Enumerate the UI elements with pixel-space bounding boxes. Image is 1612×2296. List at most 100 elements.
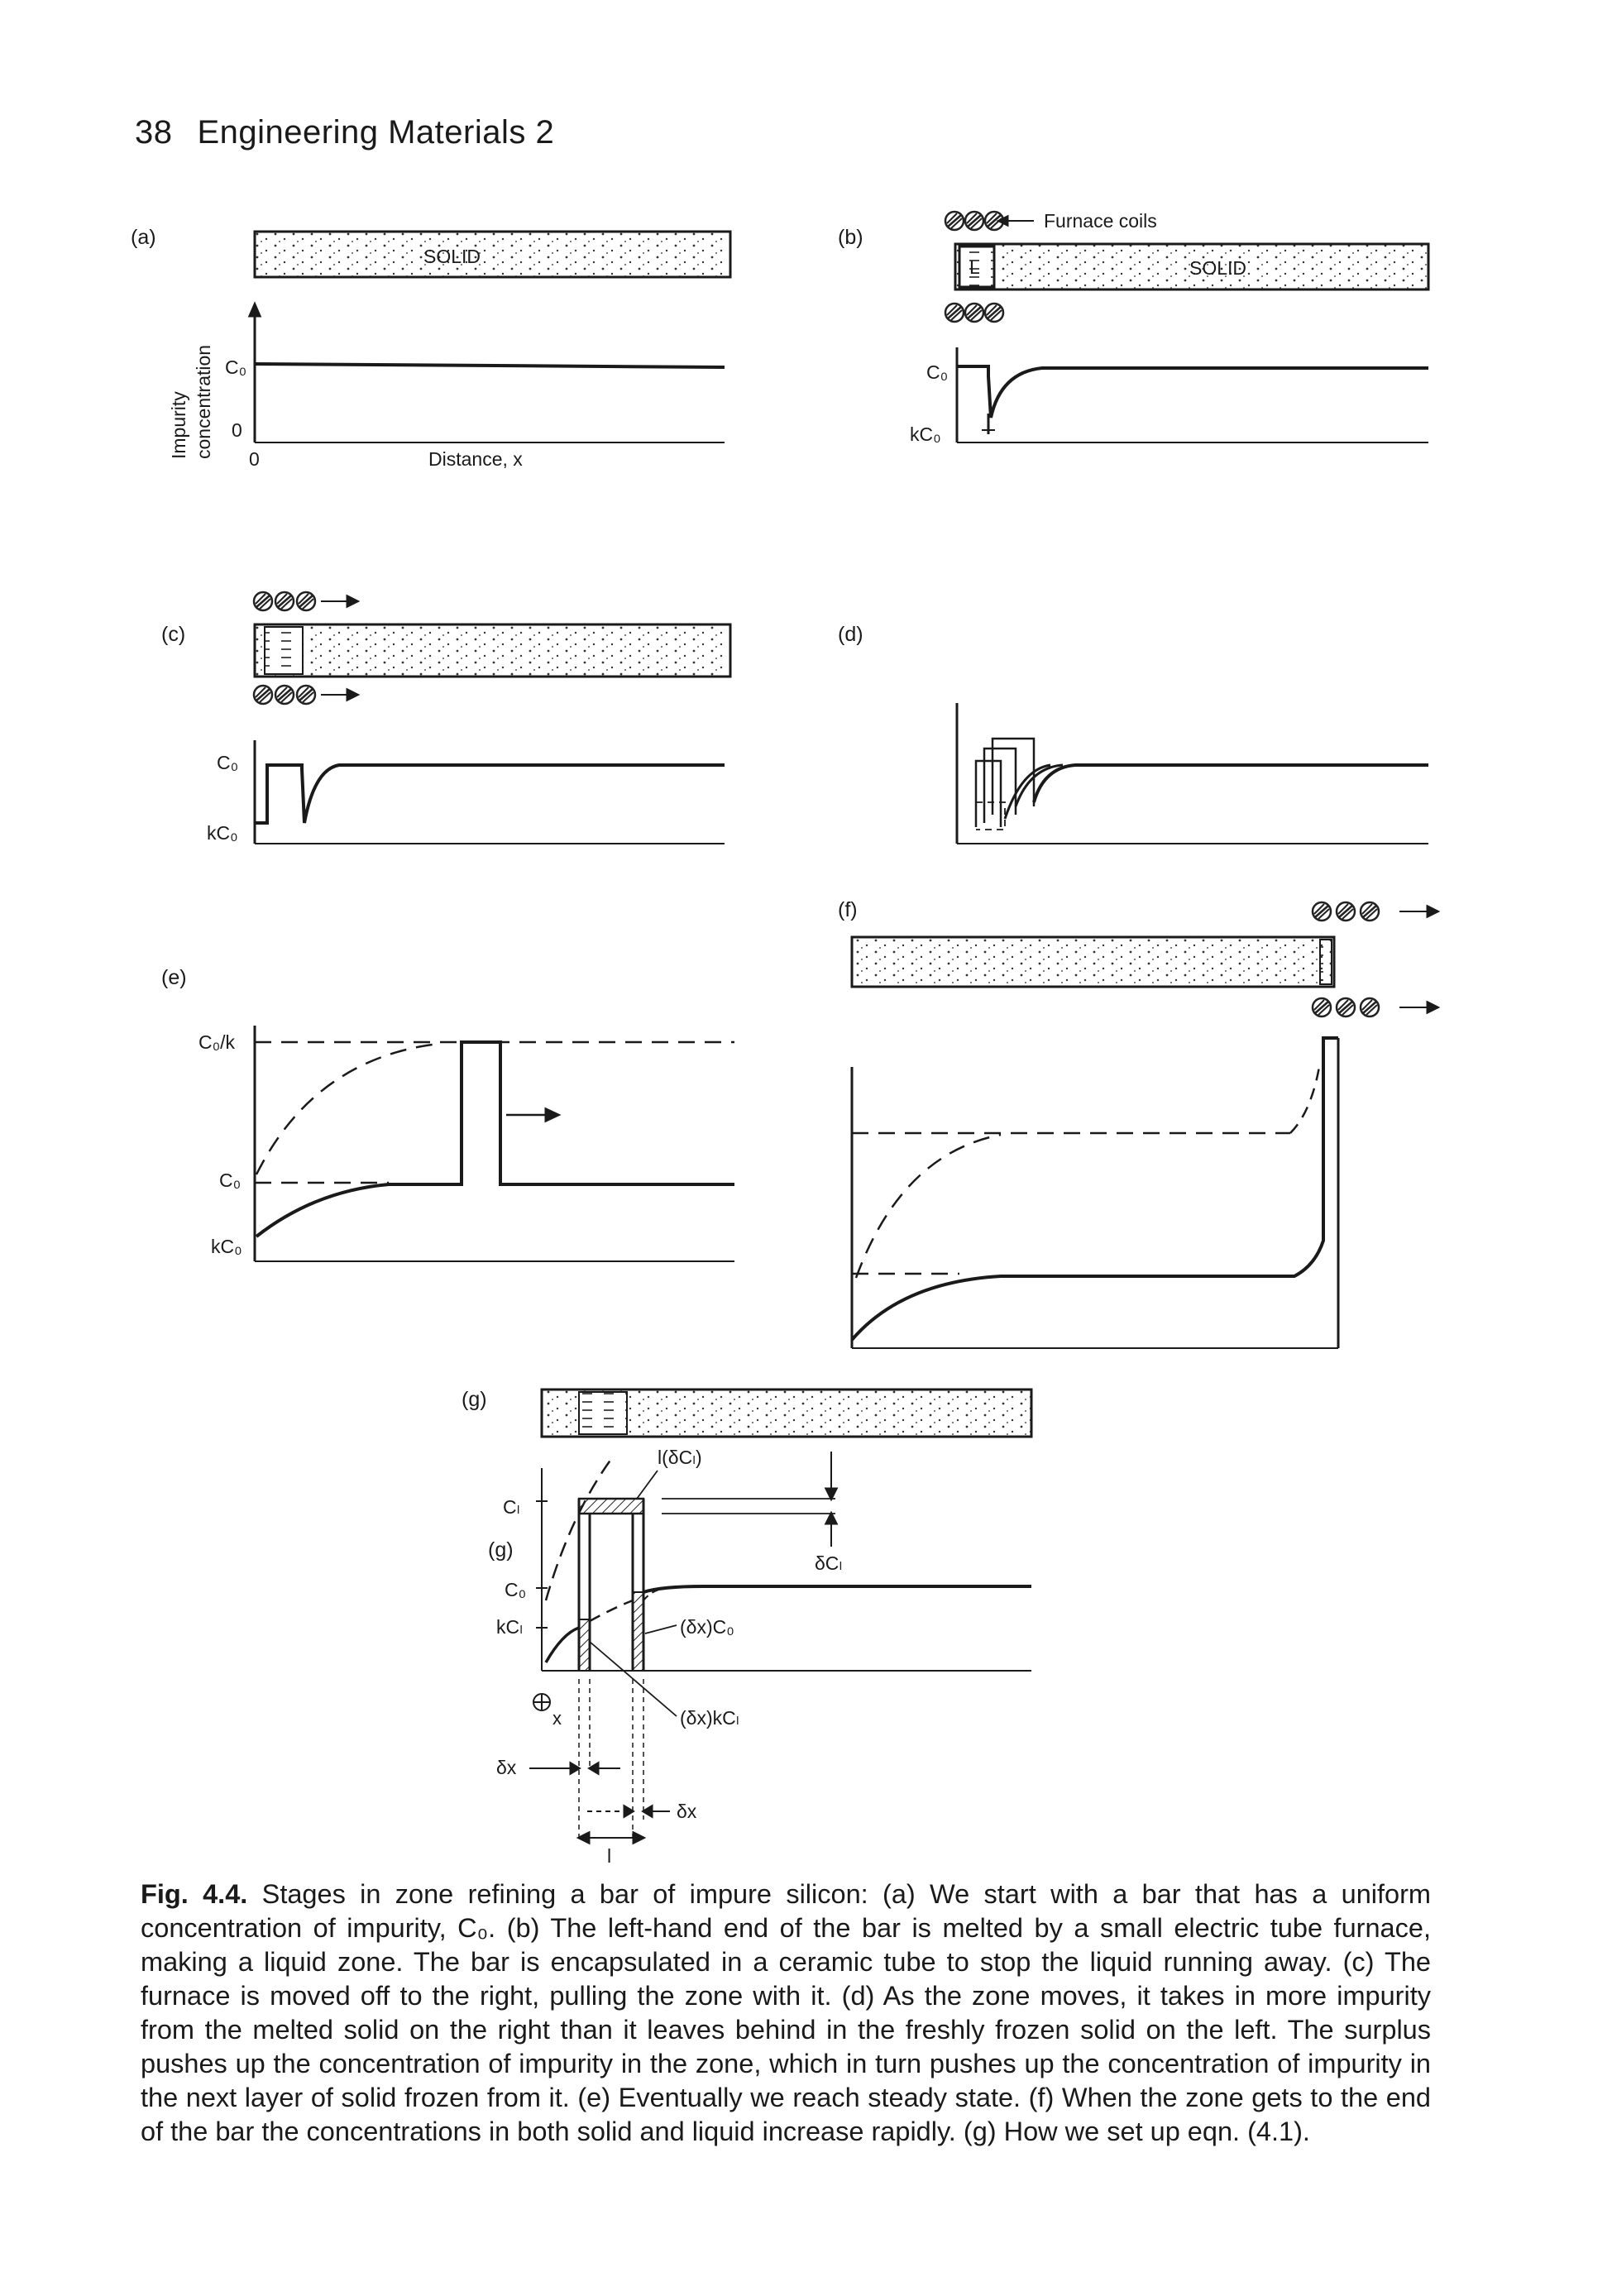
- liquid-zone-f: [1319, 939, 1332, 985]
- move-arrowhead-top-f: [1426, 904, 1441, 919]
- solid-bar-c: [253, 623, 732, 678]
- panel-e: (e) C₀/k C₀ kC₀: [161, 966, 734, 1262]
- liquid-dashed-f: [854, 1133, 1002, 1279]
- zone-step-2-d: [983, 747, 1017, 823]
- panel-g-label: (g): [462, 1388, 487, 1411]
- solid-bar-f: [850, 935, 1336, 988]
- page-header: 38 Engineering Materials 2: [135, 114, 554, 151]
- panel-c-label: (c): [161, 623, 185, 646]
- y-tick-c0-g: C₀: [505, 1579, 526, 1600]
- liquid-zone-g-fill: [578, 1391, 628, 1435]
- solid-bar-b: [954, 242, 1430, 291]
- dim-dx-right-head2-g: [641, 1804, 653, 1819]
- bar-text-b: SOLID: [1189, 257, 1246, 279]
- c0-dashed-g: [643, 1587, 671, 1601]
- furnace-coils-top-b: [944, 210, 1005, 232]
- move-arrowhead-e: [544, 1107, 562, 1123]
- y-arrow-a: [247, 301, 262, 318]
- panel-b-label: (b): [838, 226, 863, 249]
- x-axis-label-a: Distance, x: [428, 448, 523, 470]
- y-tick-kcl-g: kCₗ: [496, 1616, 523, 1638]
- dim-dx-right-head1-g: [623, 1804, 635, 1819]
- liquid-dashed-g: [544, 1455, 615, 1601]
- y-tick-c0-c: C₀: [217, 752, 238, 773]
- decay-1-d: [1003, 763, 1051, 820]
- panel-c: (c) C₀ kC₀: [161, 591, 732, 844]
- liquid-zone-b-fill: [959, 246, 995, 288]
- liquid-dashed-e: [255, 1042, 439, 1175]
- zone-step-1-d: [974, 759, 1002, 827]
- solid-bar-a: [253, 230, 732, 279]
- ann-dx-right-g: δx: [677, 1801, 697, 1822]
- y-tick-zero-a: 0: [232, 419, 242, 441]
- zone-text-b: L: [969, 256, 980, 278]
- y-tick-cl-g: Cₗ: [503, 1496, 519, 1518]
- y-tick-kc0-b: kC₀: [910, 423, 941, 445]
- ann-dx-c0-g: (δx)C₀: [680, 1616, 734, 1638]
- page-number: 38: [135, 114, 173, 151]
- y-tick-c0-b: C₀: [926, 361, 948, 383]
- ann-dcl-g: δCₗ: [815, 1552, 842, 1574]
- y-tick-kc0-e: kC₀: [211, 1236, 242, 1257]
- ann-dx-left-g: δx: [496, 1757, 517, 1778]
- panel-f: (f): [838, 898, 1441, 1349]
- ann-dx-kcl-g: (δx)kCₗ: [680, 1707, 739, 1729]
- strip-kcl-g: [578, 1619, 591, 1672]
- move-arrowhead-top-c: [346, 594, 361, 609]
- y-tick-kc0-c: kC₀: [207, 822, 238, 844]
- c0-curve-g: [643, 1585, 1031, 1594]
- furnace-coils-bottom-c: [252, 684, 317, 706]
- zone-dashed-d: [976, 801, 1006, 830]
- dcl-arrowhead-up-g: [824, 1510, 839, 1525]
- caption-fig-label: Fig. 4.4.: [141, 1879, 248, 1909]
- y-axis-label-a-line1: Impurity: [168, 391, 189, 459]
- furnace-coils-bottom-f: [1311, 997, 1380, 1018]
- concentration-curve-a: [254, 362, 725, 369]
- panel-f-label: (f): [838, 898, 858, 921]
- concentration-curve-d: [1032, 763, 1428, 803]
- coils-pointer-arrow-b: [996, 214, 1009, 227]
- caption-text: Stages in zone refining a bar of impure …: [141, 1879, 1431, 2146]
- furnace-coils-label-b: Furnace coils: [1044, 210, 1157, 232]
- solid-dashed-g: [589, 1599, 634, 1623]
- dim-dx-left-head1-g: [569, 1761, 581, 1776]
- running-title: Engineering Materials 2: [197, 114, 555, 151]
- solid-curve-g: [544, 1626, 580, 1663]
- concentration-curve-f: [850, 1036, 1338, 1342]
- strip-c0-g: [632, 1591, 644, 1672]
- panel-a-label: (a): [131, 226, 156, 249]
- furnace-coils-top-c: [252, 591, 317, 612]
- panel-a: (a) SOLID C₀ 0 0 Distance, x Impurity co…: [131, 226, 732, 470]
- furnace-coils-top-f: [1311, 901, 1380, 922]
- move-arrowhead-bottom-f: [1426, 1000, 1441, 1015]
- concentration-curve-b: [957, 365, 1428, 419]
- zone-refining-figure: (a) SOLID C₀ 0 0 Distance, x Impurity co…: [131, 210, 1441, 1867]
- dim-dx-left-head2-g: [587, 1761, 600, 1776]
- y-tick-c0-e: C₀: [219, 1170, 241, 1191]
- decay-2-d: [1014, 763, 1064, 807]
- zone-top-hatch-g: [577, 1497, 645, 1515]
- y-axis-label-a-line2: concentration: [193, 345, 214, 459]
- end-dashed-f: [1289, 1066, 1321, 1134]
- liquid-zone-c-fill: [264, 626, 304, 675]
- leader-dx-c0-g: [644, 1624, 677, 1634]
- ann-l-g: l: [607, 1845, 611, 1867]
- panel-e-label: (e): [161, 966, 187, 989]
- panel-d: (d): [838, 623, 1428, 844]
- ann-x-g: x: [552, 1708, 562, 1729]
- leader-l-dcl-g: [636, 1470, 658, 1500]
- bar-text-a: SOLID: [423, 246, 481, 267]
- dim-l-head-right-g: [632, 1830, 647, 1845]
- panel-d-label: (d): [838, 623, 863, 646]
- figure-caption: Fig. 4.4. Stages in zone refining a bar …: [141, 1877, 1431, 2149]
- panel-g-label-2: (g): [488, 1538, 514, 1562]
- furnace-coils-bottom-b: [944, 302, 1005, 323]
- dim-l-head-left-g: [576, 1830, 591, 1845]
- concentration-curve-c: [255, 763, 725, 825]
- y-tick-c0-a: C₀: [225, 356, 246, 378]
- y-tick-c0k-e: C₀/k: [199, 1031, 236, 1053]
- panel-g: (g) Cₗ (g) C₀ kCₗ: [462, 1388, 1033, 1867]
- concentration-curve-e: [255, 1040, 734, 1238]
- dcl-arrowhead-down-g: [824, 1487, 839, 1502]
- move-arrowhead-bottom-c: [346, 687, 361, 702]
